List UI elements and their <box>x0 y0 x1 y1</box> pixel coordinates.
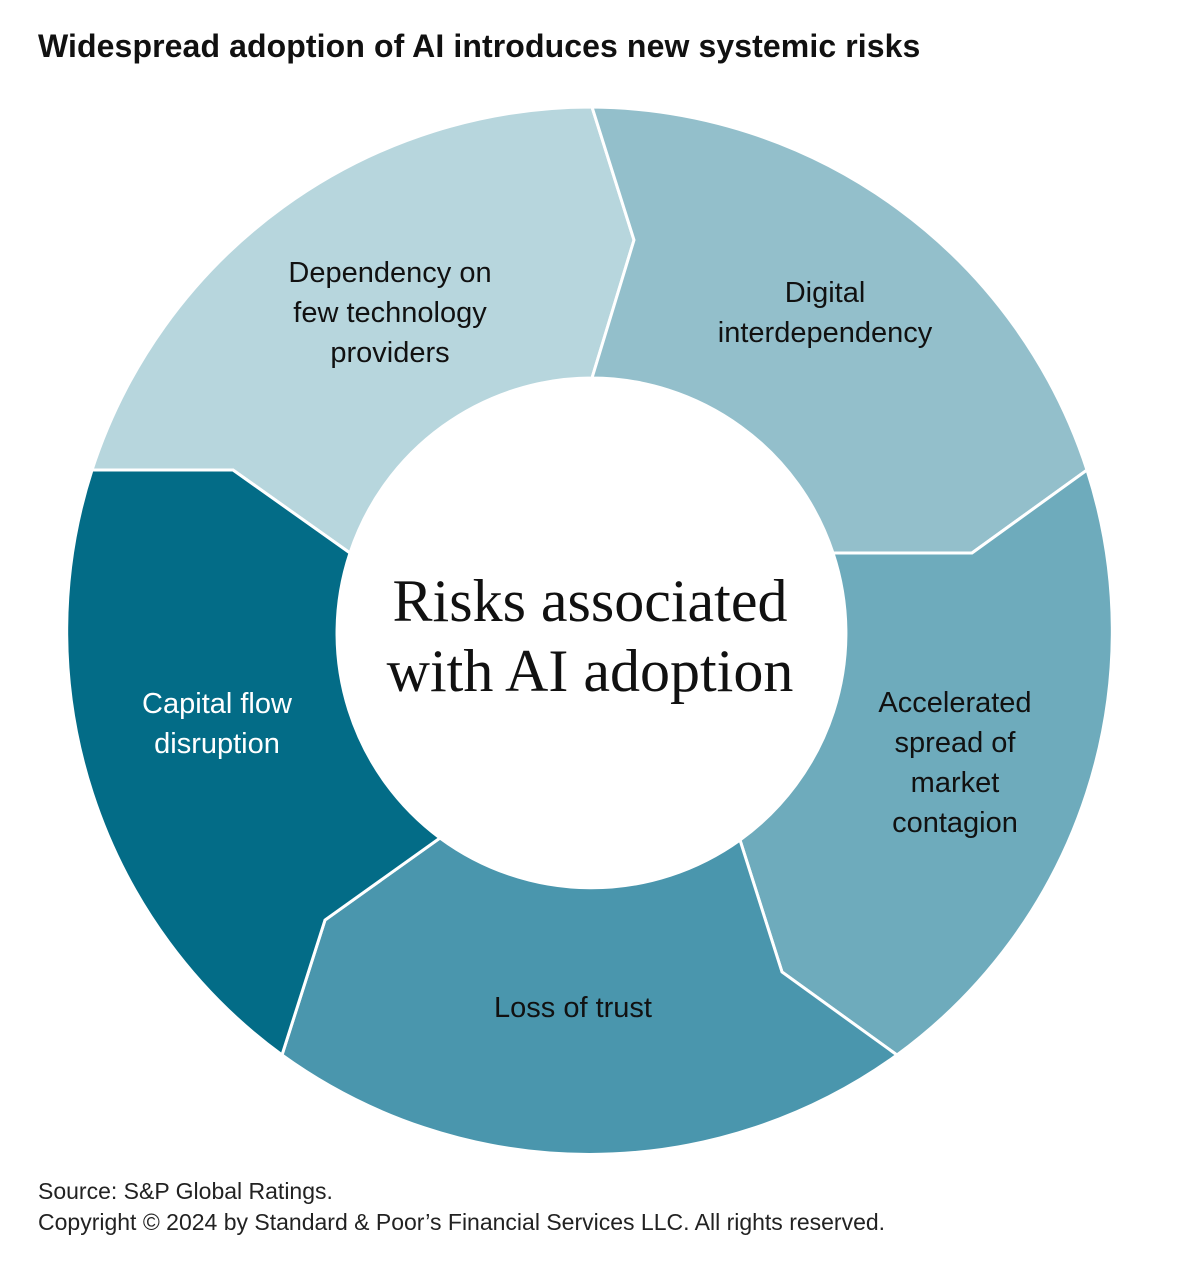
center-line: with AI adoption <box>386 638 794 704</box>
label-digital: Digital interdependency <box>718 273 932 353</box>
label-line: Digital <box>784 277 866 309</box>
label-line: few technology <box>293 297 487 329</box>
label-dependency: Dependency on few technology providers <box>288 253 491 373</box>
label-line: providers <box>330 337 450 369</box>
center-label: Risks associated with AI adoption <box>387 566 794 706</box>
label-capital-flow: Capital flow disruption <box>142 684 292 764</box>
label-line: Dependency on <box>288 257 492 289</box>
chart-title: Widespread adoption of AI introduces new… <box>38 28 921 64</box>
segment-dependency <box>89 105 636 556</box>
segment-loss-of-trust <box>280 836 900 1156</box>
label-line: interdependency <box>717 317 933 349</box>
segment-capital-flow <box>65 468 443 1058</box>
copyright-note: Copyright © 2024 by Standard & Poor’s Fi… <box>38 1209 886 1235</box>
label-contagion: Accelerated spread of market contagion <box>878 683 1031 843</box>
label-line: disruption <box>154 728 280 760</box>
source-note: Source: S&P Global Ratings. <box>38 1178 333 1204</box>
label-line: spread of <box>894 727 1016 759</box>
label-line: Accelerated <box>878 687 1032 719</box>
label-line: Capital flow <box>142 688 292 720</box>
label-line: Loss of trust <box>494 992 652 1024</box>
label-line: contagion <box>892 807 1018 839</box>
center-line: Risks associated <box>392 568 788 634</box>
segment-market-contagion <box>738 467 1114 1057</box>
label-line: market <box>910 767 1000 799</box>
segment-digital-interdependency <box>589 105 1089 555</box>
label-loss-of-trust: Loss of trust <box>494 988 652 1028</box>
